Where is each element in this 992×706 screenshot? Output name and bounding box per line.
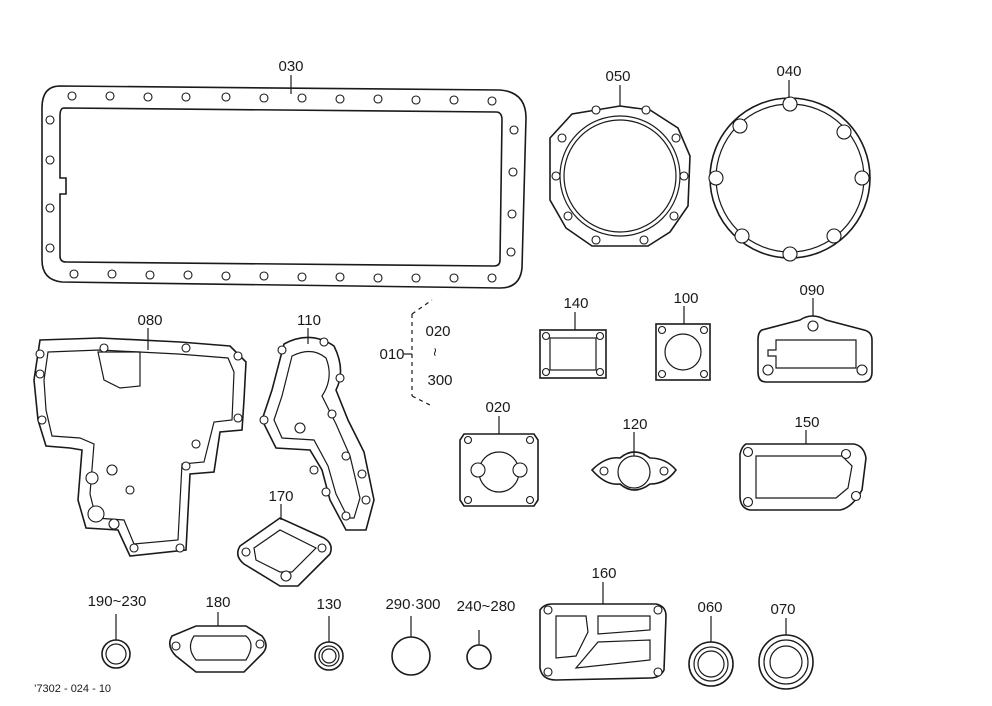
gasket-020[interactable]: [459, 416, 539, 507]
label-140: 140: [563, 295, 588, 312]
o-ring-290-300[interactable]: [391, 616, 431, 676]
label-160: 160: [591, 565, 616, 582]
label-130: 130: [316, 596, 341, 613]
o-ring-240-280[interactable]: [466, 630, 492, 670]
label-010: 010: [379, 346, 404, 363]
label-240-280: 240~280: [457, 598, 516, 615]
gasket-040[interactable]: [708, 80, 871, 262]
label-020: 020: [485, 399, 510, 416]
seal-130[interactable]: [314, 616, 344, 671]
gasket-140[interactable]: [539, 312, 607, 379]
label-020-range-start: 020: [425, 323, 450, 340]
gasket-170[interactable]: [236, 504, 332, 587]
label-170: 170: [268, 488, 293, 505]
label-100: 100: [673, 290, 698, 307]
label-110: 110: [297, 312, 321, 329]
o-ring-190-230[interactable]: [101, 614, 131, 669]
label-040: 040: [776, 63, 801, 80]
label-080: 080: [137, 312, 162, 329]
gasket-160[interactable]: [539, 582, 667, 681]
label-070: 070: [770, 601, 795, 618]
gasket-120[interactable]: [590, 432, 678, 491]
label-300-range-end: 300: [427, 372, 452, 389]
oil-seal-070[interactable]: [758, 618, 814, 690]
gasket-180[interactable]: [168, 612, 267, 673]
set-bracket-010: [404, 299, 433, 407]
drawing-number: ’7302 - 024 - 10: [34, 683, 111, 695]
bolt-holes-030: [45, 91, 519, 283]
label-range-tilde: ~: [426, 348, 443, 357]
oil-seal-060[interactable]: [688, 616, 734, 687]
label-290-300: 290·300: [385, 596, 440, 613]
label-120: 120: [622, 416, 647, 433]
gasket-080[interactable]: [33, 328, 247, 557]
label-050: 050: [605, 68, 630, 85]
label-030: 030: [278, 58, 303, 75]
gasket-050[interactable]: [549, 85, 691, 247]
label-190-230: 190~230: [88, 593, 147, 610]
gasket-110[interactable]: [259, 328, 375, 531]
label-090: 090: [799, 282, 824, 299]
gasket-030[interactable]: [41, 75, 527, 289]
label-060: 060: [697, 599, 722, 616]
label-180: 180: [205, 594, 230, 611]
label-150: 150: [794, 414, 819, 431]
gasket-090[interactable]: [757, 298, 873, 383]
gasket-150[interactable]: [739, 430, 867, 511]
gasket-100[interactable]: [655, 306, 711, 381]
